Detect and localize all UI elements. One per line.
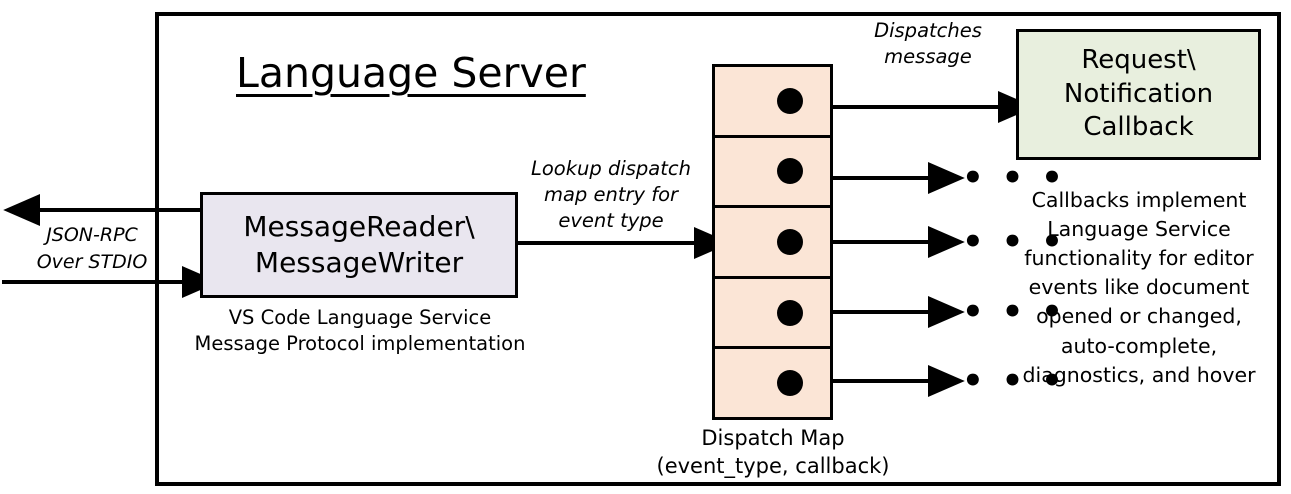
lookup-label-line3: event type — [558, 208, 664, 232]
message-box-line2: MessageWriter — [254, 246, 464, 279]
lookup-label-line1: Lookup dispatch — [531, 157, 691, 180]
callback-caption-line7: diagnostics, and hover — [1022, 362, 1256, 387]
callback-box-line3: Callback — [1083, 112, 1194, 143]
callback-caption-line3: functionality for editor — [1024, 246, 1254, 271]
ellipsis-row-2: • • • — [962, 158, 1066, 198]
page-title: Language Server — [236, 49, 586, 97]
dispatch-map-table[interactable] — [712, 64, 833, 420]
dispatch-map-row[interactable] — [715, 208, 830, 279]
message-box-line1: MessageReader\ — [243, 210, 475, 244]
dispatches-message-label: Dispatches message — [838, 18, 1018, 70]
callback-caption-line6: auto-complete, — [1060, 333, 1218, 358]
callback-dot-icon — [777, 87, 803, 114]
dispatch-map-row[interactable] — [715, 137, 830, 209]
callback-caption-line4: events like document — [1028, 275, 1250, 300]
message-caption-line1: VS Code Language Service — [228, 306, 492, 329]
dispatch-map-row[interactable] — [715, 349, 830, 417]
message-box-caption: VS Code Language Service Message Protoco… — [185, 305, 535, 356]
dispatches-label-line2: message — [884, 44, 972, 68]
dispatch-map-caption-line2: (event_type, callback) — [656, 454, 890, 479]
lookup-dispatch-label: Lookup dispatch map entry for event type — [516, 156, 706, 234]
request-notification-callback-box[interactable]: Request\ Notification Callback — [1016, 29, 1261, 160]
callback-dot-icon — [777, 228, 803, 255]
jsonrpc-label-line2: Over STDIO — [36, 250, 148, 273]
callback-description: Callbacks implement Language Service fun… — [1008, 186, 1270, 390]
ellipsis-row-3: • • • — [962, 222, 1066, 262]
callback-caption-line5: opened or changed, — [1036, 304, 1242, 329]
callback-box-line1: Request\ — [1081, 44, 1196, 75]
callback-dot-icon — [777, 158, 803, 185]
callback-dot-icon — [777, 299, 803, 326]
ellipsis-row-4: • • • — [962, 292, 1066, 332]
language-server-boundary — [155, 12, 1281, 486]
jsonrpc-transport-label: JSON-RPC Over STDIO — [22, 222, 162, 275]
callback-box-line2: Notification — [1063, 78, 1214, 109]
dispatches-label-line1: Dispatches — [874, 19, 982, 42]
dispatch-map-caption-line1: Dispatch Map — [701, 426, 845, 450]
message-reader-writer-box[interactable]: MessageReader\ MessageWriter — [200, 192, 518, 298]
lookup-label-line2: map entry for — [543, 182, 679, 206]
callback-caption-line2: Language Service — [1047, 217, 1231, 242]
message-caption-line2: Message Protocol implementation — [194, 331, 526, 355]
ellipsis-row-5: • • • — [962, 361, 1066, 401]
dispatch-map-row[interactable] — [715, 67, 830, 138]
dispatch-map-row[interactable] — [715, 278, 830, 350]
callback-caption-line1: Callbacks implement — [1031, 188, 1247, 212]
dispatch-map-caption: Dispatch Map (event_type, callback) — [648, 424, 898, 480]
callback-dot-icon — [777, 370, 803, 397]
jsonrpc-label-line1: JSON-RPC — [46, 224, 138, 246]
